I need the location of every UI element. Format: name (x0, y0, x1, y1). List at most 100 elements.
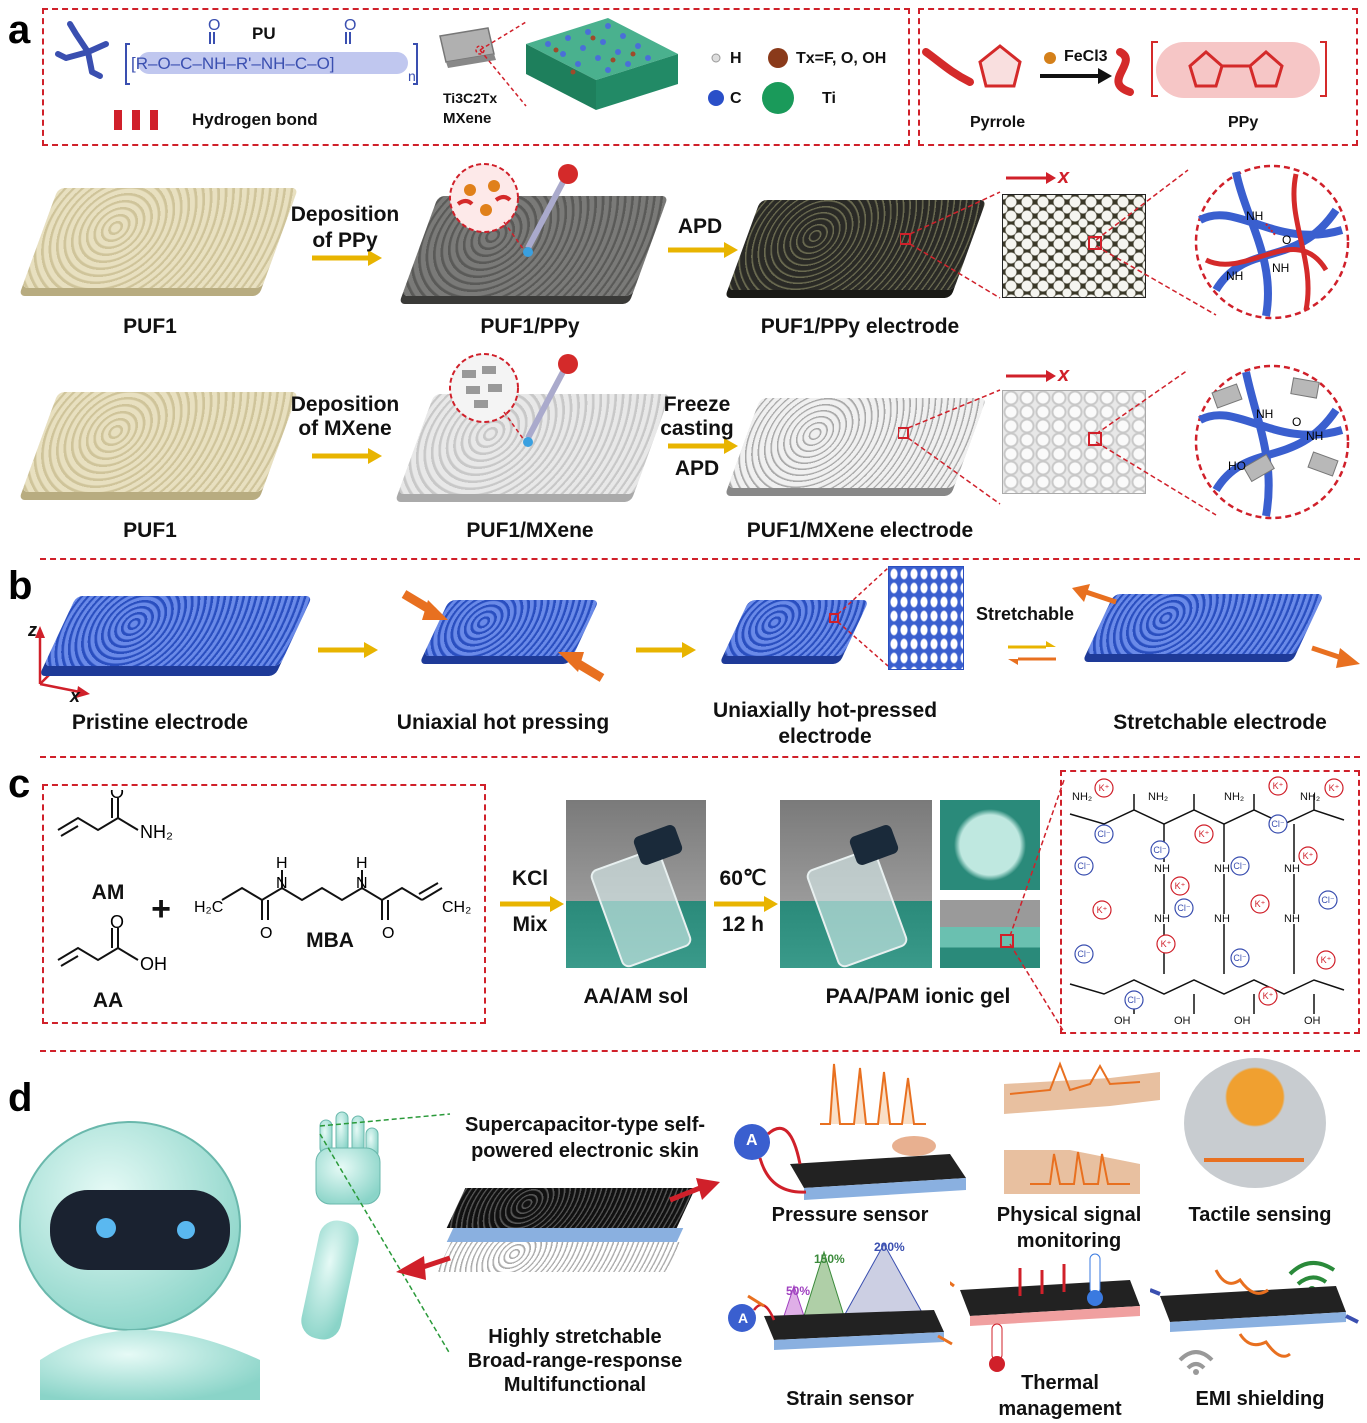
svg-text:OH: OH (1174, 1015, 1191, 1027)
plus-sign: + (151, 890, 171, 928)
mxene-zoom-lines (898, 389, 1001, 505)
svg-text:K⁺: K⁺ (1099, 783, 1110, 793)
svg-text:NH₂: NH₂ (1300, 791, 1320, 803)
x-axis-arrow-row2 (1006, 370, 1056, 382)
arrow-60c-12h (714, 896, 778, 912)
svg-text:CH₂: CH₂ (442, 899, 471, 916)
casting-label: casting (660, 417, 734, 440)
svg-text:H: H (356, 855, 368, 872)
pristine-electrode-foam (43, 596, 313, 666)
mxene-lattice-icon (526, 18, 678, 110)
tactile-sensing-photo (1184, 1058, 1326, 1188)
svg-text:O: O (110, 912, 124, 932)
arrow-b-2 (636, 642, 696, 658)
kcl-label: KCl (511, 867, 549, 890)
svg-text:NH₂: NH₂ (1224, 791, 1244, 803)
stretch-arrow-right (1311, 645, 1360, 668)
uniaxial-hot-pressing-label: Uniaxial hot pressing (396, 711, 610, 734)
mxene-formula-label: Ti3C2Tx (443, 90, 498, 106)
ammeter-label-1: A (746, 1132, 758, 1149)
arrow-deposition-ppy (312, 250, 382, 266)
svg-text:O: O (344, 17, 356, 34)
legend-c: C (730, 90, 742, 107)
emi-shielding-illustration (1150, 1261, 1359, 1375)
axis-x-label: x (70, 686, 81, 706)
feature-stretchable: Highly stretchable (488, 1326, 662, 1348)
stretch-arrow-left (1072, 584, 1117, 605)
panel-label-c: c (8, 762, 31, 806)
svg-text:Cl⁻: Cl⁻ (1077, 949, 1090, 959)
robot-illustration (19, 1111, 381, 1400)
svg-text:O: O (110, 790, 124, 802)
feature-broad-range: Broad-range-response (467, 1350, 683, 1372)
arrow-deposition-mxene (312, 448, 382, 464)
mxene-name-label: MXene (443, 110, 492, 127)
svg-text:NH: NH (1226, 269, 1243, 283)
x-axis-arrow-row1 (1006, 172, 1056, 184)
ppy-hbond-zoom: NH O NH NH (1096, 164, 1350, 320)
strain-sensor-illustration (728, 1242, 953, 1350)
svg-text:OH: OH (1304, 1015, 1321, 1027)
stretchable-electrode-label: Stretchable electrode (1113, 711, 1327, 734)
ppy-label: PPy (1228, 114, 1259, 131)
x-axis-label-row2: x (1058, 364, 1070, 386)
svg-text:Cl⁻: Cl⁻ (1233, 953, 1246, 963)
legend-ti: Ti (822, 90, 836, 107)
svg-text:NH: NH (1246, 209, 1263, 223)
temp-label: 60℃ (719, 867, 767, 890)
pyrrole-label: Pyrrole (970, 114, 1026, 131)
svg-text:Cl⁻: Cl⁻ (1233, 861, 1246, 871)
press-arrow-left (401, 590, 448, 620)
svg-text:K⁺: K⁺ (1199, 829, 1210, 839)
svg-text:NH₂: NH₂ (1072, 791, 1092, 803)
svg-text:O: O (1282, 233, 1291, 247)
ppy-zoom-lines (900, 191, 1001, 299)
svg-text:K⁺: K⁺ (1175, 881, 1186, 891)
am-label: AM (91, 881, 125, 904)
svg-text:OH: OH (1234, 1015, 1251, 1027)
svg-text:Cl⁻: Cl⁻ (1321, 895, 1334, 905)
separator-c-d (40, 1050, 1360, 1052)
strain-150-label: 150% (814, 1252, 845, 1266)
svg-text:Cl⁻: Cl⁻ (1077, 861, 1090, 871)
gel-side-photo (940, 900, 1040, 968)
eskin-title-2: powered electronic skin (471, 1140, 699, 1162)
reversible-arrow (1008, 641, 1056, 665)
physical-signal-illustration (1004, 1061, 1160, 1194)
step-label-puf1-ppy: PUF1/PPy (480, 315, 580, 338)
hydrogen-bond-label: Hydrogen bond (192, 110, 318, 129)
panel-label-a: a (8, 8, 31, 52)
eskin-pointer-lines (319, 1113, 451, 1355)
thermal-label-1: Thermal (1021, 1372, 1099, 1394)
arrow-apd-row1 (668, 242, 738, 258)
svg-text:NH: NH (1306, 429, 1323, 443)
pu-structure-diagram: O O (55, 17, 794, 130)
arrow-deposition-mxene-label-1: Deposition (290, 393, 400, 416)
svg-text:Cl⁻: Cl⁻ (1153, 845, 1166, 855)
step-label-puf1-ppy-electrode: PUF1/PPy electrode (760, 315, 960, 338)
pyrrole-reaction-diagram (922, 41, 1327, 98)
arrow-kcl-mix (500, 896, 564, 912)
arrow-apd-row1-label: APD (677, 215, 723, 238)
svg-text:NH₂: NH₂ (140, 822, 173, 842)
svg-text:NH: NH (1154, 863, 1170, 875)
arrow-deposition-mxene-label-2: of MXene (298, 417, 392, 440)
svg-text:NH: NH (1284, 913, 1300, 925)
freeze-label: Freeze (663, 393, 731, 416)
gel-photo-marker (1000, 934, 1014, 948)
svg-text:O: O (1292, 415, 1301, 429)
pressure-sensor-illustration (734, 1063, 966, 1200)
svg-text:OH: OH (1114, 1015, 1131, 1027)
svg-text:NH: NH (1272, 261, 1289, 275)
svg-text:NH₂: NH₂ (1148, 791, 1168, 803)
ammeter-label-2: A (738, 1310, 749, 1326)
ppy-sem-image (1002, 194, 1146, 298)
stretchable-electrode-foam (1086, 594, 1324, 654)
step-label-puf1-mxene: PUF1/MXene (466, 519, 594, 542)
mxene-sem-image (1002, 390, 1146, 494)
svg-text:K⁺: K⁺ (1161, 939, 1172, 949)
svg-text:K⁺: K⁺ (1303, 851, 1314, 861)
press-arrow-right (558, 652, 605, 682)
